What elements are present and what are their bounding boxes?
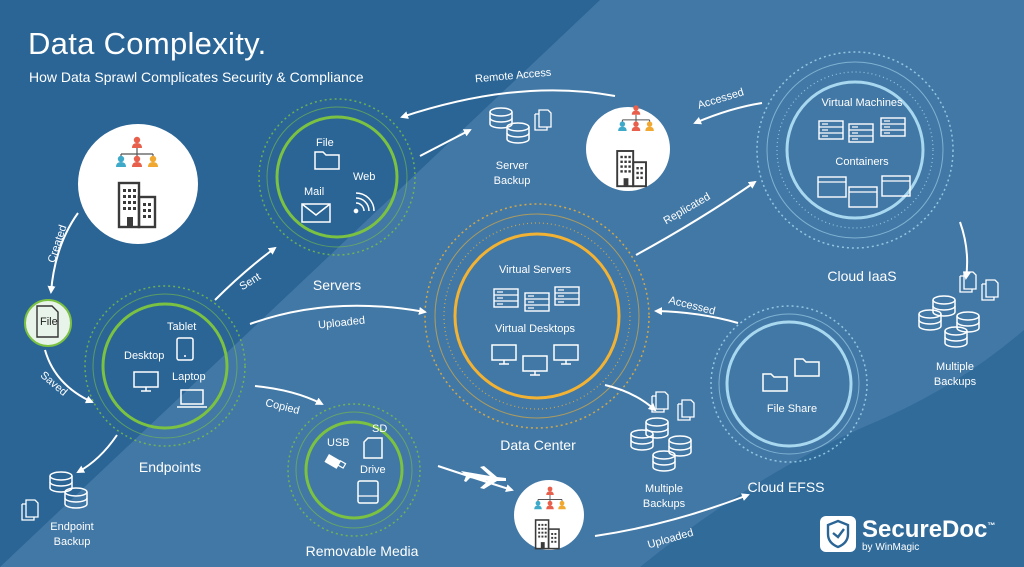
endpoint-backup-label: Endpoint Backup [50,521,94,548]
arrow-server-backup-up [419,129,472,157]
arrow-accessed-iaas [693,102,763,125]
arrow-remote-access [400,89,616,119]
endpoints-title: Endpoints [138,459,202,475]
cloud-efss-title: Cloud EFSS [747,479,825,495]
remote-office-node [514,480,584,550]
arrow-replicated [635,180,757,256]
desktop-label: Desktop [124,350,165,362]
mail-icon [301,203,331,223]
removable-media-title: Removable Media [305,543,419,559]
airplane-icon [461,466,506,489]
laptop-label: Laptop [172,371,206,383]
tablet-icon [176,337,194,361]
file-label: File [40,316,58,328]
servers-mail-label: Mail [304,186,325,198]
virtual-machines-label: Virtual Machines [821,97,903,109]
branch-office-node [586,105,670,191]
usb-label: USB [327,437,350,449]
wifi-icon [353,192,375,214]
servers-file-label: File [316,137,334,149]
virtual-desktops-label: Virtual Desktops [495,323,575,335]
usb-icon [324,454,347,469]
securedoc-logo: SecureDoc™ by WinMagic [820,514,995,554]
cloud-efss-node [710,305,868,463]
cloud-iaas-title: Cloud IaaS [827,268,897,284]
tablet-label: Tablet [167,321,197,333]
server-backup-label: Server Backup [493,160,531,187]
dc-backups-label: Multiple Backups [642,483,686,510]
data-center-node [424,203,650,429]
servers-web-label: Web [353,171,376,183]
virtual-servers-label: Virtual Servers [499,264,571,276]
page-subtitle: How Data Sprawl Complicates Security & C… [29,69,364,85]
logo-by: by WinMagic [862,542,920,553]
arrow-to-remote-office [437,465,514,493]
removable-media-node [287,403,421,537]
logo-name: SecureDoc [862,516,988,543]
arrow-to-endpoint-backup [76,434,118,473]
arrow-sent [214,246,277,301]
sd-label: SD [372,423,388,435]
file-share-label: File Share [766,403,818,415]
endpoints-node [84,285,246,447]
drive-icon [357,480,379,504]
file-node [24,299,72,347]
arrow-created [47,212,79,294]
arrow-accessed-efss [654,307,739,324]
laptop-icon [177,389,207,408]
page-title: Data Complexity. [28,26,267,61]
sd-card-icon [363,437,383,459]
servers-node [258,98,416,256]
cloud-iaas-node [756,51,954,249]
arrow-saved [44,349,94,404]
arrow-uploaded-dc [249,304,427,325]
containers-label: Containers [835,156,889,168]
drive-label: Drive [360,464,386,476]
data-center-title: Data Center [500,437,576,453]
arrow-to-iaas-backups [959,221,971,280]
arrow-copied [254,385,324,405]
file-icon [36,305,59,338]
securedoc-logo-mark-icon [820,516,856,552]
logo-trademark: ™ [987,521,996,530]
flow-arrows [44,89,971,537]
organization-node [78,124,198,244]
iaas-backups-label: Multiple Backups [933,361,977,388]
arrow-to-dc-backups [604,384,657,412]
servers-title: Servers [312,277,362,293]
arrow-uploaded-efss [594,493,750,537]
